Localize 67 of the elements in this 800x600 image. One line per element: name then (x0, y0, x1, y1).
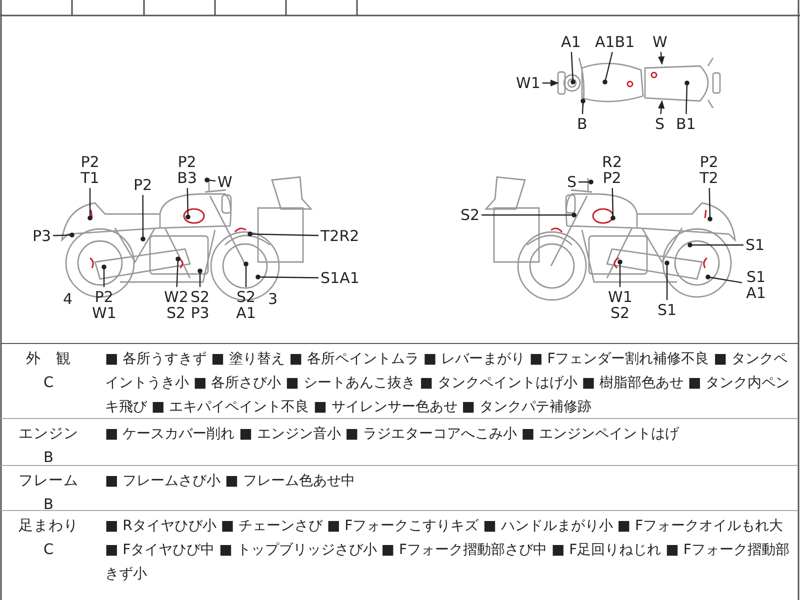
leader-line (580, 98, 586, 114)
part-code: W (218, 174, 232, 190)
part-code: P3 (32, 228, 52, 244)
leader-line (248, 232, 319, 236)
leader-line (602, 52, 613, 84)
wheel-number: 4 (63, 290, 73, 308)
leader-line (542, 80, 559, 86)
part-code: B (577, 116, 588, 132)
leader-line (658, 52, 665, 65)
part-code: S1A1 (320, 270, 360, 286)
leader-line (610, 188, 616, 220)
leader-line (186, 188, 190, 220)
part-code: W2 S2 (164, 289, 188, 321)
leader-line (570, 52, 576, 84)
leader-line (53, 232, 74, 238)
leader-line (706, 274, 742, 284)
leader-line (658, 100, 665, 114)
part-code: S1 (746, 237, 765, 253)
part-code: P2 B3 (175, 154, 199, 186)
part-code: P2 T1 (78, 154, 102, 186)
motorcycle-top-view-drawing (557, 57, 721, 109)
part-code: S2 (460, 207, 480, 223)
part-code: W (652, 34, 668, 50)
part-code: S (567, 174, 577, 190)
grade-label: B (42, 496, 54, 515)
defect-list: ■ Rタイヤひび小 ■ チェーンさび ■ Fフォークこすりキズ ■ ハンドルまがり小 ■ Fフォークオイルもれ大 ■ Fタイヤひび中 ■ トップブリッジさび小 ■ Fフォーク摺動部さび中 ■ F足回りねじれ ■ Fフォーク摺動部きず小 (105, 514, 793, 586)
part-code: P2 (134, 177, 152, 193)
category-label: 足まわり (18, 517, 80, 536)
part-code: A1 (561, 34, 581, 50)
leader-line (708, 188, 712, 222)
leader-line (688, 242, 744, 248)
wheel-number: 3 (268, 290, 278, 308)
part-code: W1 (516, 75, 540, 91)
category-label: フレーム (18, 472, 80, 491)
part-code: P2 T2 (697, 154, 721, 186)
category-label: エンジン (18, 425, 80, 444)
part-code: S (655, 116, 665, 132)
defect-list: ■ ケースカバー削れ ■ エンジン音小 ■ ラジエターコアへこみ小 ■ エンジンペイントはげ (105, 422, 793, 446)
leader-line (256, 274, 318, 280)
leader-line (140, 195, 146, 242)
leader-line (578, 180, 594, 184)
part-code: B1 (676, 116, 696, 132)
grade-label: B (42, 449, 54, 468)
part-code: A1B1 (595, 34, 635, 50)
part-code: S1 (658, 302, 677, 318)
leader-line (482, 212, 576, 218)
leader-line (618, 260, 622, 287)
leader-line (664, 260, 670, 300)
part-code: S2 A1 (234, 289, 258, 321)
leader-line (198, 268, 202, 287)
defect-list: ■ フレームさび小 ■ フレーム色あせ中 (105, 469, 793, 493)
part-code: S2 P3 (188, 289, 212, 321)
leader-line (176, 256, 180, 288)
grade-label: C (42, 541, 55, 560)
leader-line (244, 262, 248, 287)
part-code: R2 P2 (600, 154, 624, 186)
leader-line (204, 178, 216, 182)
part-code: T2R2 (320, 228, 360, 244)
category-label: 外 観 (25, 350, 72, 369)
part-code: S1 A1 (744, 269, 768, 301)
part-code: W1 S2 (608, 289, 632, 321)
grade-label: C (42, 374, 55, 393)
part-code: P2 W1 (92, 289, 116, 321)
leader-line (88, 188, 92, 220)
leader-line (684, 80, 690, 114)
leader-line (102, 264, 106, 287)
defect-list: ■ 各所うすきず ■ 塗り替え ■ 各所ペイントムラ ■ レバーまがり ■ Fフェンダー割れ補修不良 ■ タンクペイントうき小 ■ 各所さび小 ■ シートあんこ抜き ■ タンクペイントはげ小 ■ 樹脂部色あせ ■ タンク内ペンキ飛び ■ エキパイペイント不良 ■ サイレンサー色あせ ■ タンクパテ補修跡 (105, 347, 793, 419)
